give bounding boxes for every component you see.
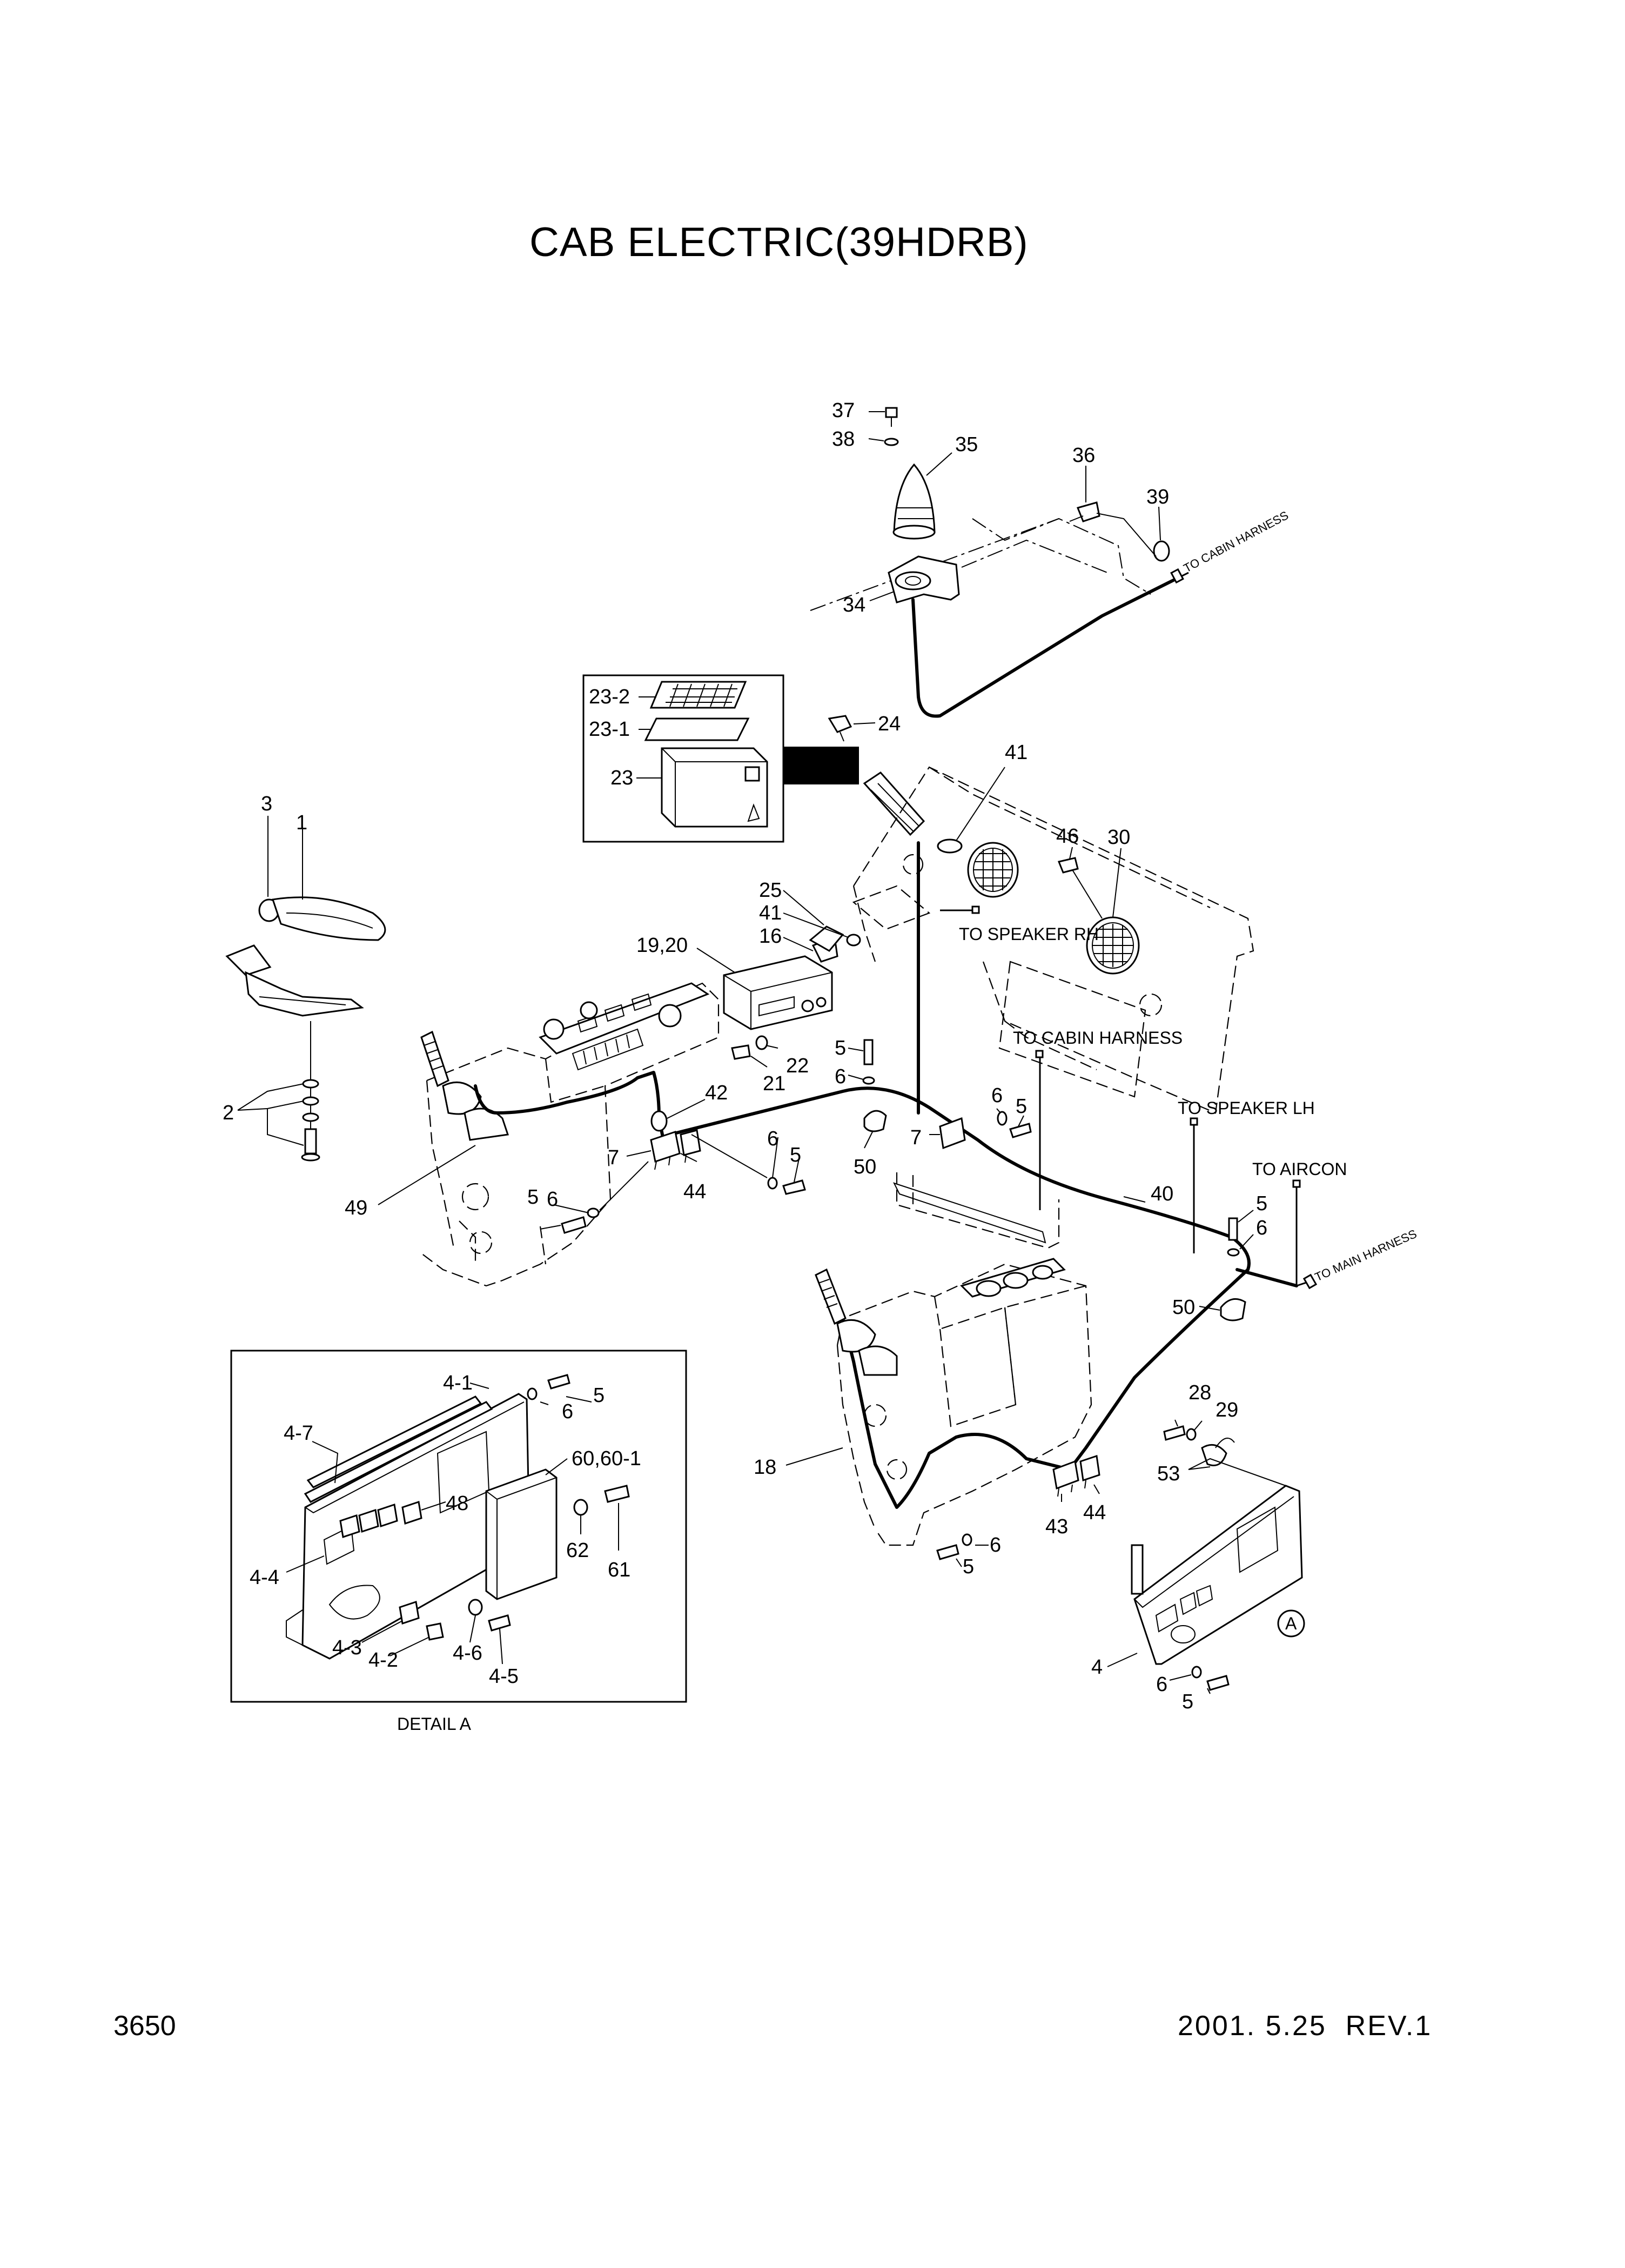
page-number: 3650 (113, 2010, 176, 2042)
callout-5-b: 5 (1016, 1095, 1027, 1118)
callout-6-e: 6 (1256, 1217, 1267, 1239)
callout-6-b: 6 (991, 1084, 1003, 1107)
callout-49: 49 (345, 1197, 367, 1219)
callout-6-c: 6 (767, 1128, 778, 1150)
callout-5-a: 5 (835, 1037, 846, 1059)
callout-5-d: 5 (527, 1186, 539, 1209)
callout-39: 39 (1146, 486, 1169, 508)
right-console (785, 1258, 1100, 1567)
detail-a-box (230, 1350, 687, 1703)
callout-34: 34 (843, 594, 865, 616)
callout-50-b: 50 (1172, 1296, 1195, 1319)
note-to-cabin-harness-top: TO CABIN HARNESS (1181, 508, 1291, 575)
detail-marker: A (1285, 1614, 1297, 1633)
callout-36: 36 (1072, 444, 1095, 467)
callout-6-f: 6 (990, 1534, 1001, 1556)
beacon-lamp-assembly (810, 407, 1189, 718)
callout-21: 21 (763, 1072, 785, 1095)
callout-42: 42 (705, 1082, 728, 1104)
armrest-parts (225, 816, 386, 1162)
callout-46: 46 (1056, 825, 1079, 848)
detail-callout-6: 6 (562, 1400, 573, 1423)
callout-38: 38 (832, 428, 855, 451)
page-title: CAB ELECTRIC(39HDRB) (529, 219, 1029, 265)
callout-23-1: 23-1 (589, 718, 630, 741)
callout-3: 3 (261, 793, 272, 815)
callout-23: 23 (610, 767, 633, 789)
detail-callout-4-2: 4-2 (368, 1649, 398, 1672)
callout-1: 1 (296, 811, 307, 834)
detail-callout-48: 48 (446, 1492, 468, 1515)
relay-bracket-4 (1107, 1419, 1305, 1694)
callout-5-c: 5 (790, 1144, 801, 1166)
detail-callout-4-4: 4-4 (250, 1566, 279, 1589)
callout-4: 4 (1091, 1656, 1103, 1679)
main-cab-harness (474, 841, 1318, 1509)
detail-callout-4-1: 4-1 (443, 1372, 473, 1394)
callout-41-top: 41 (1005, 741, 1028, 764)
callout-28: 28 (1188, 1381, 1211, 1404)
callout-16: 16 (759, 925, 782, 948)
note-to-speaker-rh: TO SPEAKER RH (959, 924, 1099, 944)
note-to-aircon: TO AIRCON (1252, 1159, 1347, 1179)
callout-18: 18 (754, 1456, 776, 1479)
callout-29: 29 (1216, 1399, 1238, 1421)
callout-43: 43 (1045, 1515, 1068, 1538)
callout-44-a: 44 (683, 1180, 706, 1203)
revision-date: 2001. 5.25 REV.1 (1178, 2010, 1433, 2042)
rear-panel-assembly (852, 766, 1254, 1114)
radio-unit (696, 890, 861, 1068)
switch-panel-inset (582, 674, 925, 843)
callout-5-e: 5 (1256, 1192, 1267, 1215)
detail-callout-61: 61 (608, 1559, 630, 1581)
note-to-main-harness: TO MAIN HARNESS (1313, 1227, 1419, 1284)
left-console (378, 982, 720, 1287)
detail-callout-62: 62 (566, 1539, 589, 1562)
detail-callout-4-3: 4-3 (332, 1636, 362, 1659)
callout-19-20: 19,20 (636, 934, 688, 957)
callout-5-f: 5 (963, 1555, 974, 1578)
callout-7-b: 7 (608, 1146, 619, 1169)
detail-a-caption: DETAIL A (397, 1714, 472, 1734)
callout-6-d: 6 (547, 1188, 558, 1211)
speaker-grille-lh (1086, 916, 1140, 975)
callout-2: 2 (223, 1102, 234, 1124)
callout-7-a: 7 (910, 1126, 922, 1149)
callout-40: 40 (1151, 1183, 1173, 1205)
callout-6-g: 6 (1156, 1673, 1167, 1696)
detail-callout-4-6: 4-6 (453, 1642, 482, 1665)
callout-35: 35 (955, 433, 978, 456)
callout-23-2: 23-2 (589, 686, 630, 708)
detail-callout-5: 5 (593, 1384, 605, 1407)
callout-50-a: 50 (854, 1156, 876, 1178)
detail-callout-60-60-1: 60,60-1 (572, 1447, 641, 1470)
callout-30: 30 (1107, 826, 1130, 849)
speaker-grille-rh (967, 842, 1019, 898)
detail-callout-4-5: 4-5 (489, 1665, 519, 1688)
note-to-speaker-lh: TO SPEAKER LH (1178, 1098, 1315, 1118)
note-to-cabin-harness: TO CABIN HARNESS (1013, 1028, 1183, 1048)
callout-25: 25 (759, 879, 782, 902)
callout-22: 22 (786, 1055, 809, 1077)
callout-44-b: 44 (1083, 1501, 1106, 1524)
callout-41: 41 (759, 902, 782, 924)
callout-24: 24 (878, 713, 901, 735)
callout-5-g: 5 (1182, 1690, 1193, 1713)
detail-callout-4-7: 4-7 (284, 1422, 313, 1445)
callout-6-a: 6 (835, 1065, 846, 1088)
callout-37: 37 (832, 399, 855, 422)
callout-53: 53 (1157, 1462, 1180, 1485)
